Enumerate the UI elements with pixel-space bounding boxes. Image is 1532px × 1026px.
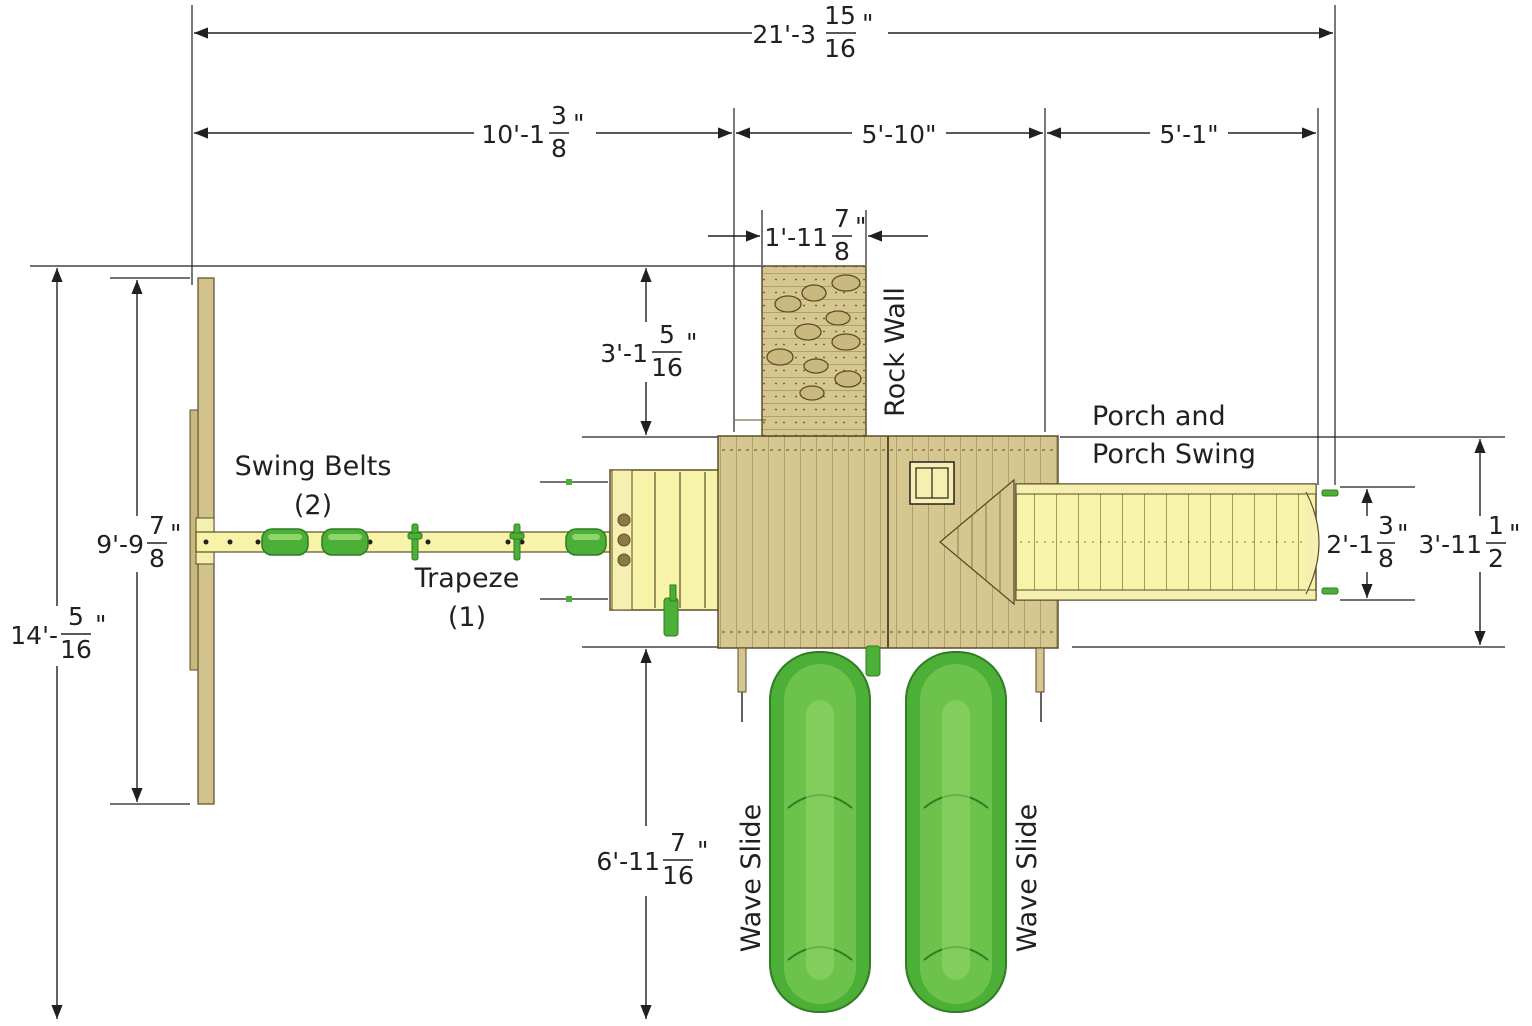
dim-rock-wall-width-den: 8	[834, 237, 850, 266]
main-deck	[663, 435, 1059, 693]
dim-slide-length-den: 16	[662, 861, 694, 890]
dim-rock-wall-width-num: 7	[834, 204, 850, 233]
dim-overall-depth-den: 16	[60, 635, 92, 664]
dim-deck-depth-whole: 3'-11	[1418, 530, 1482, 559]
dim-swing-beam-length-den: 8	[149, 544, 165, 573]
label-swing-belts: Swing Belts	[235, 451, 392, 482]
dim-swing-span-den: 8	[551, 134, 567, 163]
dim-porch-swing-width-num: 3	[1378, 511, 1394, 540]
label-trapeze: Trapeze	[414, 563, 520, 594]
dim-rock-wall-length: 3'-1 5 16 "	[600, 320, 697, 382]
dim-slide-length-unit: "	[697, 836, 709, 865]
dim-slide-length-num: 7	[670, 828, 686, 857]
dim-rock-wall-length-whole: 3'-1	[600, 339, 648, 368]
label-swing-belts-count: (2)	[294, 490, 332, 521]
glider-seat	[565, 528, 607, 556]
dim-rock-wall-width-whole: 1'-11	[764, 223, 828, 252]
trapeze-bar	[407, 523, 525, 561]
dim-swing-span-unit: "	[573, 109, 585, 138]
dim-swing-beam-length-num: 7	[149, 511, 165, 540]
wave-slide-left	[769, 651, 871, 1013]
dim-rock-wall-width: 1'-11 7 8 "	[764, 204, 866, 266]
swing-belt-2	[321, 528, 369, 556]
climbing-rocks	[766, 274, 862, 401]
dim-porch-swing-width-whole: 2'-1	[1326, 530, 1374, 559]
label-wave-slide-left: Wave Slide	[736, 804, 767, 953]
dim-swing-span: 10'-1 3 8 "	[481, 101, 584, 163]
porch-platform	[1015, 483, 1339, 601]
dim-rock-wall-width-unit: "	[855, 212, 867, 241]
dim-porch-swing-width-den: 8	[1378, 544, 1394, 573]
label-porch-line2: Porch Swing	[1092, 439, 1256, 470]
telescope	[663, 584, 679, 637]
dim-rock-wall-length-unit: "	[686, 328, 698, 357]
dim-deck-width: 5'-10"	[861, 120, 936, 149]
dim-overall-width-whole: 21'-3	[752, 20, 816, 49]
dim-porch-swing-width-unit: "	[1397, 519, 1409, 548]
dim-swing-beam-length-whole: 9'-9	[96, 530, 144, 559]
dim-porch-length: 5'-1"	[1159, 120, 1218, 149]
swing-belt-1	[261, 528, 309, 556]
dim-overall-width: 21'-3 15 16 "	[752, 1, 873, 63]
deck-legs	[737, 647, 1045, 693]
dim-overall-depth-whole: 14'-	[10, 621, 58, 650]
dim-swing-beam-length-unit: "	[170, 519, 182, 548]
dim-swing-span-num: 3	[551, 101, 567, 130]
rock-wall	[735, 265, 867, 437]
dim-overall-width-den: 16	[824, 34, 856, 63]
dim-swing-beam-length: 9'-9 7 8 "	[96, 511, 181, 573]
dim-deck-depth: 3'-11 1 2 "	[1418, 511, 1520, 573]
label-porch-line1: Porch and	[1092, 401, 1226, 432]
dim-deck-depth-num: 1	[1488, 511, 1504, 540]
dim-slide-length-whole: 6'-11	[596, 847, 660, 876]
dim-overall-depth: 14'- 5 16 "	[10, 602, 106, 664]
dim-overall-depth-num: 5	[68, 602, 84, 631]
dim-overall-width-num: 15	[824, 1, 856, 30]
label-rock-wall: Rock Wall	[880, 287, 911, 417]
dim-deck-depth-unit: "	[1509, 519, 1521, 548]
dim-deck-depth-den: 2	[1488, 544, 1504, 573]
dim-slide-length: 6'-11 7 16 "	[596, 828, 708, 890]
dim-overall-depth-unit: "	[95, 610, 107, 639]
extension-lines	[30, 5, 1505, 805]
dim-porch-swing-width: 2'-1 3 8 "	[1326, 511, 1408, 573]
dim-rock-wall-length-num: 5	[659, 320, 675, 349]
deck-window	[909, 461, 955, 505]
dim-swing-span-whole: 10'-1	[481, 120, 545, 149]
dimension-lines	[51, 27, 1486, 1019]
wave-slide-right	[905, 651, 1007, 1013]
label-trapeze-count: (1)	[448, 602, 486, 633]
deck-roof-peak	[938, 478, 1015, 606]
dim-overall-width-unit: "	[862, 9, 874, 38]
label-wave-slide-right: Wave Slide	[1012, 804, 1043, 953]
dim-rock-wall-length-den: 16	[651, 353, 683, 382]
swing-beam	[195, 531, 611, 553]
